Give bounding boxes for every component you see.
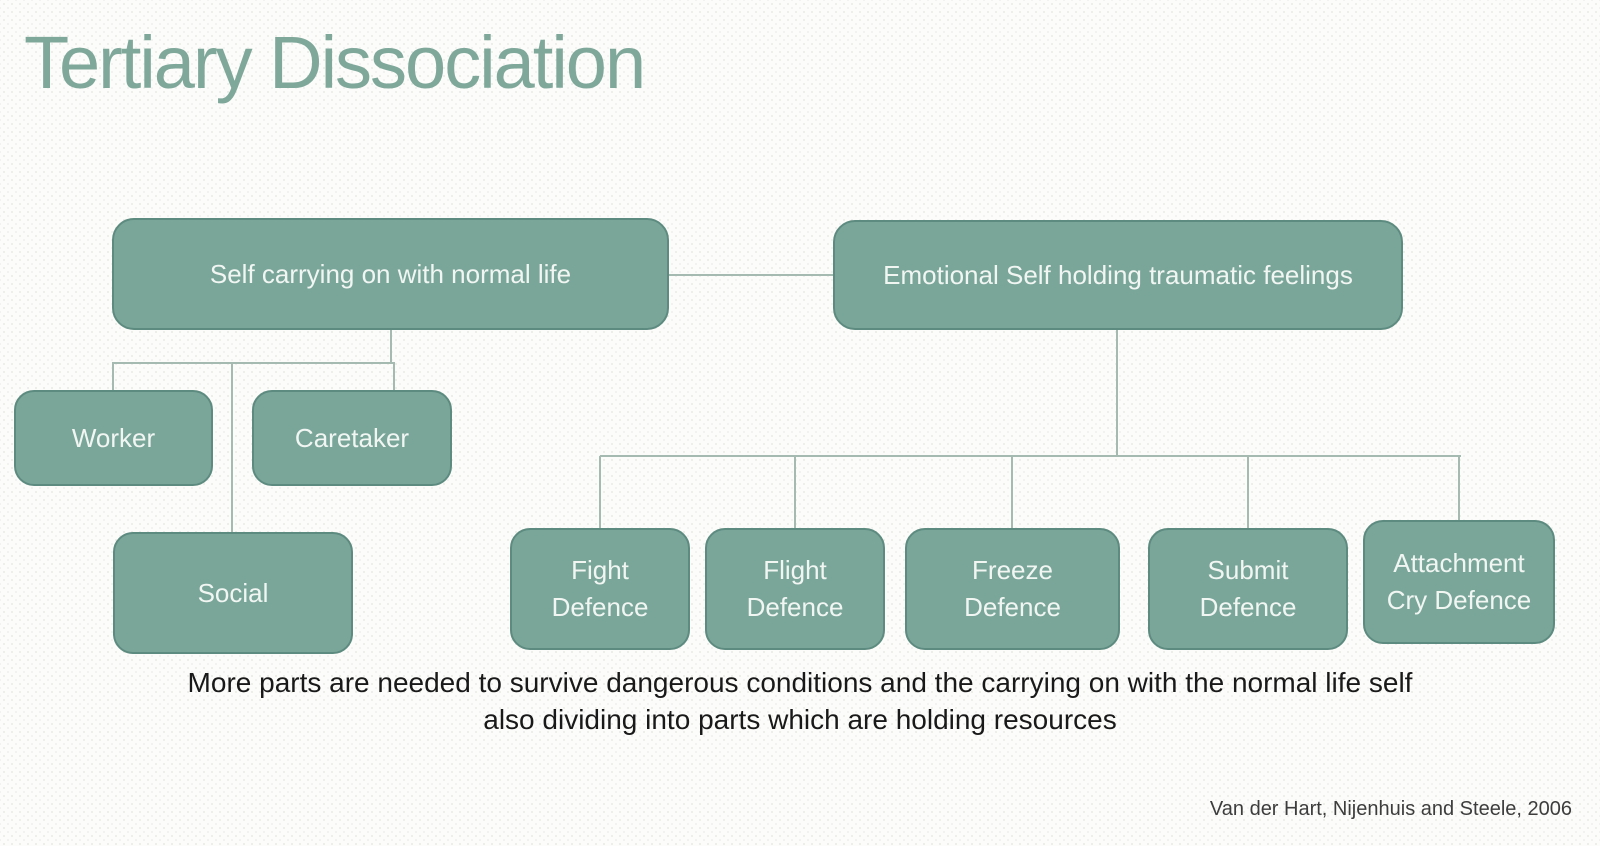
- connector-line: [112, 362, 395, 364]
- connector-line: [600, 455, 1461, 457]
- node-attachment-cry-defence: Attachment Cry Defence: [1363, 520, 1555, 644]
- node-fight-defence: Fight Defence: [510, 528, 690, 650]
- node-self-normal-life: Self carrying on with normal life: [112, 218, 669, 330]
- node-social: Social: [113, 532, 353, 654]
- connector-line: [112, 363, 114, 390]
- node-freeze-defence: Freeze Defence: [905, 528, 1120, 650]
- connector-line: [390, 330, 392, 363]
- connector-line: [1247, 456, 1249, 528]
- node-caretaker: Caretaker: [252, 390, 452, 486]
- connector-line: [669, 274, 833, 276]
- connector-line: [599, 456, 601, 528]
- caption-text: More parts are needed to survive dangero…: [187, 667, 1413, 735]
- citation-text: Van der Hart, Nijenhuis and Steele, 2006: [1209, 798, 1572, 820]
- connector-line: [393, 363, 395, 390]
- connector-line: [1011, 456, 1013, 528]
- connector-line: [231, 363, 233, 532]
- connector-line: [794, 456, 796, 528]
- node-worker: Worker: [14, 390, 213, 486]
- node-submit-defence: Submit Defence: [1148, 528, 1348, 650]
- node-flight-defence: Flight Defence: [705, 528, 885, 650]
- connector-line: [1458, 456, 1460, 520]
- connector-line: [1116, 330, 1118, 456]
- slide-title: Tertiary Dissociation: [24, 21, 646, 104]
- node-emotional-self: Emotional Self holding traumatic feeling…: [833, 220, 1403, 330]
